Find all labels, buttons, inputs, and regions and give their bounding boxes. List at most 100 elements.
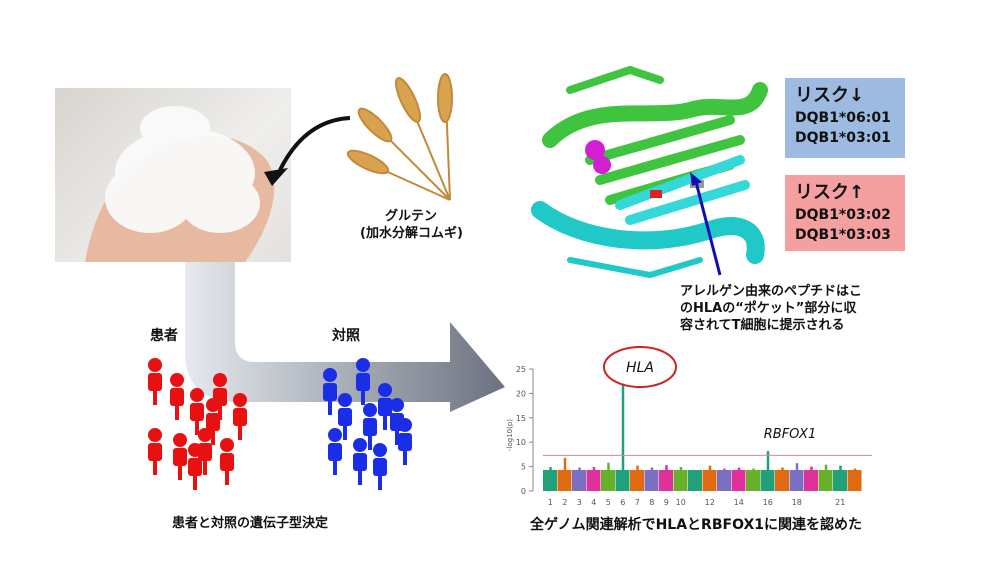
person-icon (328, 428, 342, 442)
y-axis-label: -log10(p) (506, 419, 514, 451)
person-icon (333, 459, 337, 475)
hla-caption-line: のHLAの“ポケット”部分に収 (680, 301, 857, 316)
chromosome-block (572, 470, 586, 491)
person-icon (353, 453, 367, 471)
person-icon (203, 459, 207, 475)
person-icon (356, 358, 370, 372)
person-icon (220, 438, 234, 452)
person-icon (213, 373, 227, 387)
peak-mark (679, 467, 683, 471)
person-icon (173, 448, 187, 466)
risk-low-title: リスク↓ (795, 85, 865, 106)
person-icon (373, 443, 387, 457)
hla-annotation: HLA (626, 360, 654, 376)
flow-arrow-icon (185, 262, 505, 412)
person-icon (190, 388, 204, 402)
peak-mark (839, 465, 842, 471)
y-tick-label: 0 (521, 487, 526, 496)
person-icon (323, 368, 337, 382)
chromosome-block (543, 470, 557, 491)
person-icon (343, 424, 347, 440)
person-icon (175, 404, 179, 420)
x-tick-label: 9 (664, 498, 669, 507)
person-icon (148, 443, 162, 461)
peak-mark (650, 467, 654, 471)
peak-mark (781, 467, 784, 471)
gluten-label: グルテン (385, 209, 438, 224)
chromosome-block (833, 470, 847, 491)
person-icon (195, 419, 199, 435)
chromosome-block (673, 470, 688, 491)
genotyping-caption: 患者と対照の遺伝子型決定 (172, 516, 329, 531)
wheat-icon (346, 73, 453, 201)
person-icon (383, 414, 387, 430)
chromosome-block (717, 470, 731, 491)
chromosome-block (630, 470, 644, 491)
hla-protein-structure (531, 65, 768, 279)
chromosome-block (847, 470, 862, 491)
y-tick-label: 10 (516, 438, 526, 447)
chromosome-block (731, 470, 746, 491)
person-icon (153, 459, 157, 475)
y-tick-label: 5 (521, 463, 526, 472)
peak-mark (766, 450, 770, 471)
peak-mark (549, 467, 552, 471)
person-icon (225, 469, 229, 485)
risk-low-allele: DQB1*03:01 (795, 130, 891, 146)
peak-mark (752, 468, 755, 471)
peak-mark (824, 464, 828, 471)
person-icon (148, 358, 162, 372)
peak-mark (737, 467, 741, 471)
person-icon (323, 383, 337, 401)
peak-mark (810, 466, 813, 471)
person-icon (148, 428, 162, 442)
x-tick-label: 8 (649, 498, 654, 507)
person-icon (363, 403, 377, 417)
person-icon (238, 424, 242, 440)
person-icon (378, 398, 392, 416)
peak-mark (592, 467, 596, 471)
risk-high-box: リスク↑ DQB1*03:02 DQB1*03:03 (785, 175, 905, 251)
hla-highlight (603, 346, 677, 388)
rbfox1-annotation: RBFOX1 (764, 427, 817, 442)
person-icon (220, 453, 234, 471)
person-icon (390, 413, 404, 431)
chromosome-block (760, 470, 775, 491)
hands-illustration (85, 106, 275, 262)
x-tick-label: 14 (734, 498, 744, 507)
person-icon (198, 428, 212, 442)
person-icon (153, 389, 157, 405)
person-icon (363, 418, 377, 436)
gluten-detail: (加水分解コムギ) (360, 226, 463, 241)
peak-mark (723, 468, 726, 471)
x-tick-label: 4 (591, 498, 596, 507)
risk-low-allele: DQB1*06:01 (795, 110, 891, 126)
person-icon (338, 408, 352, 426)
x-tick-label: 3 (577, 498, 582, 507)
pointer-arrow-icon (690, 172, 722, 276)
y-tick-label: 25 (516, 365, 526, 374)
patients-label: 患者 (150, 328, 178, 344)
risk-high-allele: DQB1*03:03 (795, 227, 891, 243)
controls-label: 対照 (332, 328, 360, 344)
chromosome-block (804, 470, 818, 491)
chromosome-block (702, 470, 717, 491)
person-icon (218, 404, 222, 420)
hla-caption-line: アレルゲン由来のペプチドはこ (680, 284, 863, 299)
curved-arrow-icon (264, 116, 351, 186)
x-tick-label: 1 (548, 498, 553, 507)
chromosome-block (659, 470, 673, 491)
hla-caption-line: 容されてT細胞に提示される (680, 318, 845, 333)
person-icon (193, 474, 197, 490)
x-tick-label: 10 (676, 498, 686, 507)
person-icon (178, 464, 182, 480)
risk-high-allele: DQB1*03:02 (795, 207, 891, 223)
risk-high-title: リスク↑ (795, 182, 865, 203)
person-icon (328, 399, 332, 415)
person-icon (188, 458, 202, 476)
person-icon (211, 429, 215, 445)
chromosome-block (775, 470, 789, 491)
person-icon (173, 433, 187, 447)
